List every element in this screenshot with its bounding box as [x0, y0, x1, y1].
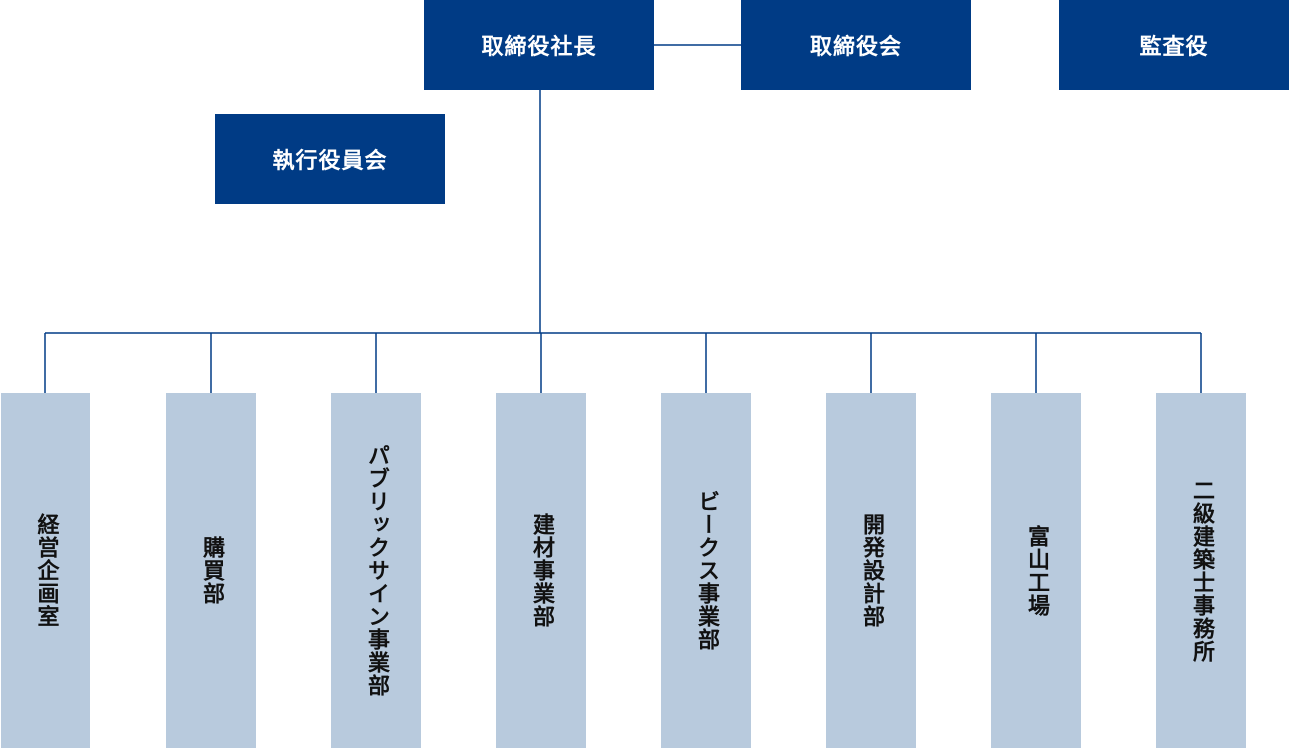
- president-box: 取締役社長: [424, 0, 654, 90]
- board-of-directors-label: 取締役会: [809, 35, 902, 60]
- department-label: 開発設計部: [859, 513, 884, 628]
- board-of-directors-box: 取締役会: [741, 0, 971, 90]
- president-label: 取締役社長: [481, 35, 597, 60]
- department-label: 二級建築士事務所: [1189, 478, 1214, 663]
- executive-committee-box: 執行役員会: [215, 114, 445, 204]
- department-box-purchasing: 購買部: [166, 393, 256, 748]
- department-box-public-sign: パブリックサイン事業部: [331, 393, 421, 748]
- department-label: 購買部: [199, 536, 224, 605]
- department-box-development-design: 開発設計部: [826, 393, 916, 748]
- department-box-toyama-factory: 富山工場: [991, 393, 1081, 748]
- department-label: ビークス事業部: [694, 490, 719, 651]
- department-box-architect-office: 二級建築士事務所: [1156, 393, 1246, 748]
- auditor-box: 監査役: [1059, 0, 1289, 90]
- executive-committee-label: 執行役員会: [272, 149, 388, 174]
- auditor-label: 監査役: [1139, 35, 1209, 60]
- department-label: 経営企画室: [33, 513, 59, 628]
- department-label: 建材事業部: [529, 513, 554, 628]
- department-box-corporate-planning: 経営企画室: [1, 393, 90, 748]
- department-label: パブリックサイン事業部: [364, 444, 389, 697]
- department-box-beaks: ビークス事業部: [661, 393, 751, 748]
- department-box-building-materials: 建材事業部: [496, 393, 586, 748]
- department-label: 富山工場: [1024, 524, 1049, 617]
